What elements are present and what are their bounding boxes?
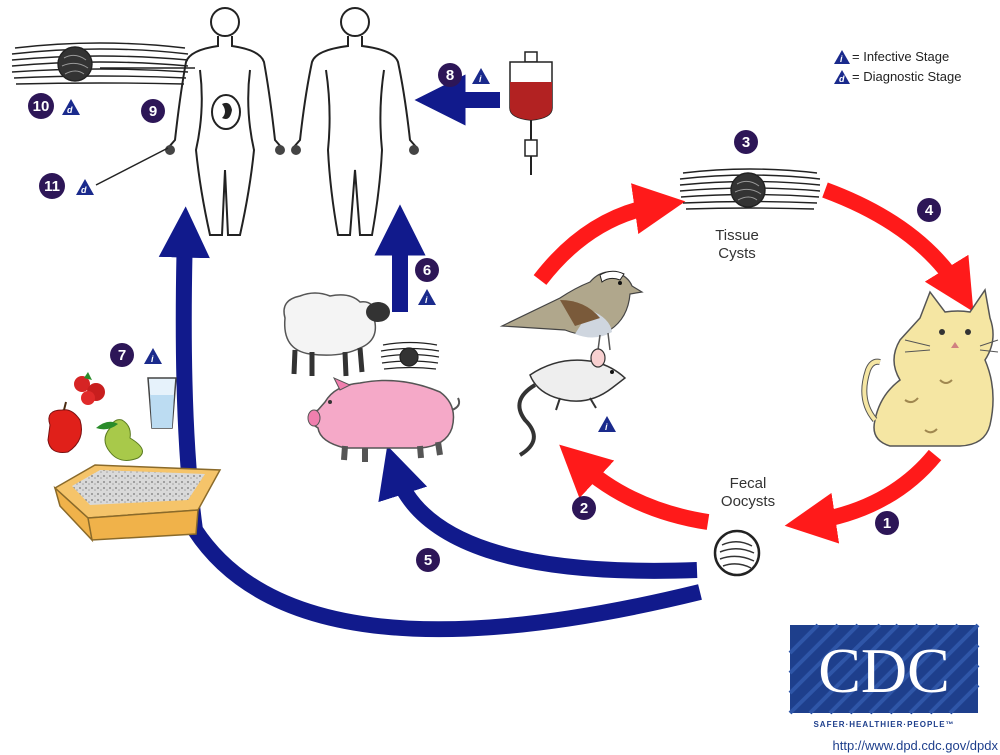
infective-stage-label: = Infective Stage [852,49,949,64]
cdc-logo: CDC SAFER·HEALTHIER·PEOPLE™ [790,625,978,729]
oocyst-icon [715,531,759,575]
step-badge-6: 6 [415,258,439,282]
water-glass-icon [148,378,176,428]
svg-text:5: 5 [424,552,432,569]
human-male-icon [291,8,419,235]
tissue-cyst-icon [12,43,188,84]
mouse-icon [519,349,625,455]
fruit-icon [48,372,143,460]
fetus-icon [212,95,240,129]
svg-text:d: d [81,185,87,195]
cat-icon [864,290,998,446]
step-badge-7: 7 [110,343,134,367]
step-badge-4: 4 [917,198,941,222]
diagnostic-stage-label: = Diagnostic Stage [852,69,961,84]
svg-text:6: 6 [423,262,431,279]
arrow-cat-to-oocysts [810,455,935,522]
svg-text:10: 10 [33,98,50,115]
diagnostic-symbol: d [839,74,845,84]
svg-text:9: 9 [149,103,157,120]
diagnostic-stage-triangle-icon: d [834,70,850,84]
tissue-cyst-icon [680,169,820,209]
step-badge-10: 10 [28,93,54,119]
litter-box-icon [55,465,220,540]
infective-stage-triangle-icon: i [834,50,850,64]
tissue-cyst-icon [381,343,439,370]
svg-text:3: 3 [742,134,750,151]
step-badge-8: 8 [438,63,462,87]
pig-icon [308,378,459,462]
step-badge-11: 11 [39,173,65,199]
sheep-icon [284,293,390,376]
svg-text:11: 11 [44,178,60,195]
blood-bag-icon [510,52,552,175]
fecal-oocysts-label-line1: Fecal [730,475,767,492]
arrow-prey-to-tissue-cysts [540,205,660,280]
legend: i = Infective Stage d = Diagnostic Stage [834,49,961,84]
source-url: http://www.dpd.cdc.gov/dpdx [833,738,999,753]
tissue-cysts-label-line1: Tissue [715,227,759,244]
infective-triangle-8: i [472,68,490,84]
svg-text:8: 8 [446,67,454,84]
svg-text:1: 1 [883,515,891,532]
leader-line-11 [96,148,168,185]
svg-text:7: 7 [118,347,126,364]
arrow-oocysts-to-livestock [395,470,697,571]
cdc-tagline: SAFER·HEALTHIER·PEOPLE™ [813,720,954,729]
fecal-oocysts-label-line2: Oocysts [721,493,775,510]
svg-text:4: 4 [925,202,934,219]
svg-text:2: 2 [580,500,588,517]
svg-text:d: d [67,105,73,115]
tissue-cysts-label-line2: Cysts [718,245,756,262]
infective-triangle-mouse: i [598,416,616,432]
step-badge-2: 2 [572,496,596,520]
step-badge-1: 1 [875,511,899,535]
blue-arrows [184,100,700,629]
diagnostic-triangle-11: d [76,179,94,195]
step-badge-9: 9 [141,99,165,123]
step-badge-5: 5 [416,548,440,572]
bird-icon [502,271,642,350]
infective-triangle-6: i [418,289,436,305]
arrow-oocysts-to-prey [578,462,708,522]
cdc-logo-text: CDC [818,635,950,706]
infective-triangle-7: i [144,348,162,364]
diagnostic-triangle-10: d [62,99,80,115]
step-badge-3: 3 [734,130,758,154]
